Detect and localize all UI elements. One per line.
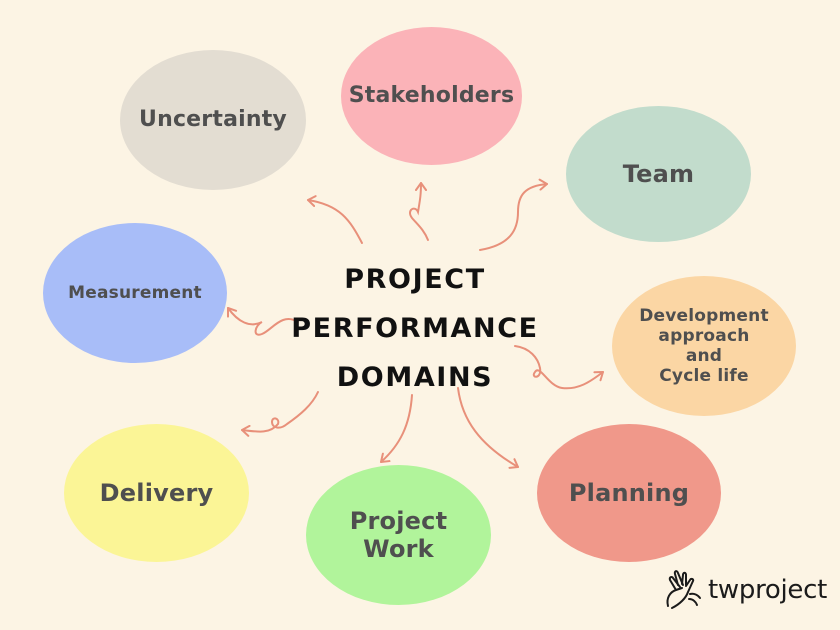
domain-development-approach: Development approach and Cycle life (612, 276, 796, 416)
arrow-to-project-work (380, 394, 413, 463)
domain-label: Measurement (68, 282, 202, 303)
arrow-to-uncertainty (307, 195, 363, 244)
domain-project-work: Project Work (306, 465, 491, 605)
arrow-to-planning (457, 387, 519, 469)
domain-label: Development approach and Cycle life (639, 305, 769, 387)
domain-stakeholders: Stakeholders (341, 27, 522, 165)
brand-name: twproject (708, 575, 827, 605)
domain-label: Planning (568, 478, 690, 507)
domain-label: Uncertainty (139, 107, 287, 133)
domain-label: Team (622, 159, 695, 188)
brand-logo: twproject (660, 568, 828, 612)
arrow-to-stakeholders (408, 182, 429, 241)
domain-delivery: Delivery (64, 424, 249, 562)
hand-logo-icon (666, 570, 701, 609)
arrow-to-measurement (227, 307, 299, 336)
domain-label: Delivery (99, 478, 214, 507)
arrow-to-team (479, 178, 548, 251)
domain-label: Stakeholders (348, 83, 515, 109)
domain-planning: Planning (537, 424, 721, 562)
domain-label: Project Work (349, 506, 448, 563)
domain-uncertainty: Uncertainty (120, 50, 306, 190)
arrow-to-development (514, 345, 604, 390)
domain-team: Team (566, 106, 751, 242)
domain-measurement: Measurement (43, 223, 227, 363)
diagram-title: PROJECT PERFORMANCE DOMAINS (291, 264, 539, 393)
arrow-to-delivery (241, 391, 319, 437)
